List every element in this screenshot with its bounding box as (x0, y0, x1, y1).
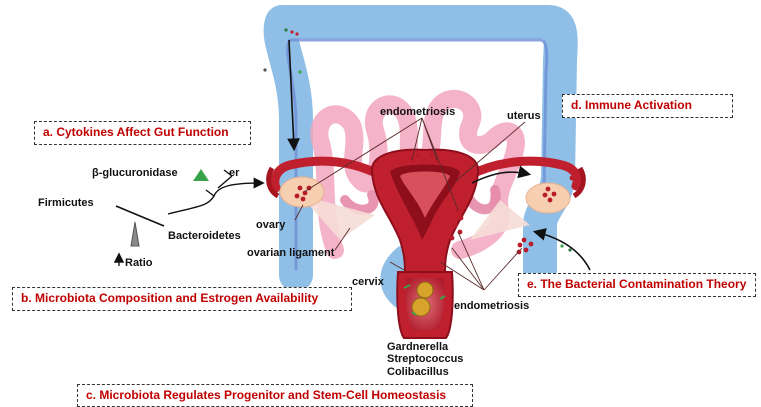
box-e-contamination: e. The Bacterial Contamination Theory (518, 273, 756, 297)
label-beta-glucuronidase: β-glucuronidase (92, 167, 178, 180)
label-ovary: ovary (256, 219, 285, 232)
box-d-immune: d. Immune Activation (562, 94, 733, 118)
box-a-cytokines: a. Cytokines Affect Gut Function (34, 121, 251, 145)
label-ovarian-ligament: ovarian ligament (247, 247, 334, 260)
label-bacteroidetes: Bacteroidetes (168, 230, 241, 243)
label-ratio: Ratio (125, 257, 153, 270)
cervix-vagina (397, 272, 453, 338)
label-endometriosis-bottom: endometriosis (454, 300, 529, 313)
label-er: er (229, 167, 239, 180)
box-b-microbiota-estrogen: b. Microbiota Composition and Estrogen A… (12, 287, 352, 311)
box-c-stem-cell: c. Microbiota Regulates Progenitor and S… (77, 384, 473, 407)
pathway-branch (168, 170, 262, 214)
label-bacteria-2: Streptococcus (387, 353, 463, 366)
label-firmicutes: Firmicutes (38, 197, 94, 210)
label-bacteria-3: Colibacillus (387, 366, 449, 379)
estrogen-triangle-icon (193, 169, 209, 181)
label-uterus: uterus (507, 110, 541, 123)
ovary-left (280, 177, 324, 207)
label-endometriosis-top: endometriosis (380, 106, 455, 119)
label-bacteria-1: Gardnerella (387, 341, 448, 354)
label-cervix: cervix (352, 276, 384, 289)
